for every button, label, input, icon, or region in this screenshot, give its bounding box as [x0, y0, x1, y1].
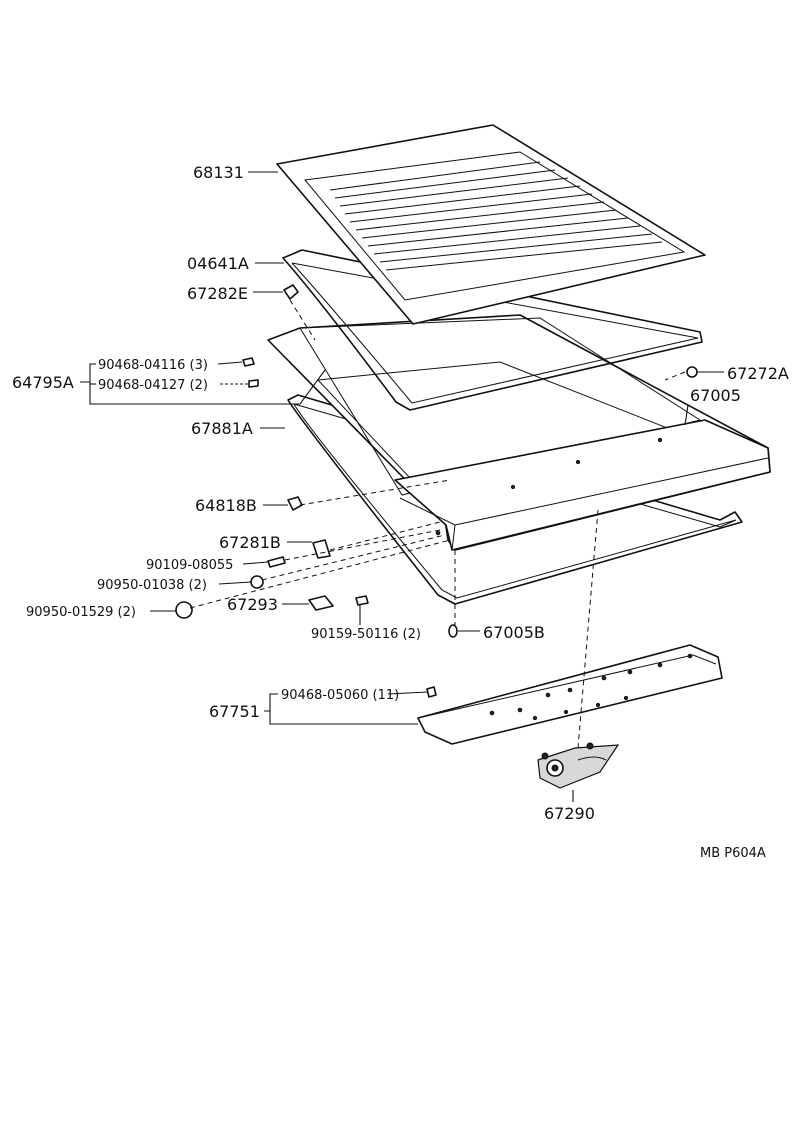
label-64795A: 64795A	[12, 373, 74, 392]
label-67005B: 67005B	[483, 623, 545, 642]
label-67272A: 67272A	[727, 364, 789, 383]
assembly-lines	[189, 299, 686, 749]
leader-lines	[80, 171, 724, 802]
label-68131: 68131	[193, 163, 244, 182]
glass-weatherstrip	[282, 249, 703, 411]
cushion-90950-01038	[250, 575, 264, 589]
label-90950-01038: 90950-01038 (2)	[97, 578, 207, 593]
label-90950-01529: 90950-01529 (2)	[26, 605, 136, 620]
clips-90468-05060	[426, 686, 437, 698]
bracket-67281B	[312, 539, 331, 559]
weatherstrip-outer	[287, 394, 743, 605]
hinge-64818B	[287, 496, 303, 511]
label-67881A: 67881A	[191, 419, 253, 438]
label-90159-50116: 90159-50116 (2)	[311, 627, 421, 642]
part-labels: 68131 04641A 67282E 90468-04116 (3) 6479…	[12, 163, 789, 861]
label-90468-05060: 90468-05060 (11)	[281, 688, 399, 703]
striker-67293	[308, 595, 334, 611]
back-door-panel	[267, 314, 771, 551]
label-90109-08055: 90109-08055	[146, 558, 233, 573]
screw-90159	[355, 595, 369, 606]
label-67751: 67751	[209, 702, 260, 721]
label-64818B: 64818B	[195, 496, 257, 515]
clip-67282E	[283, 284, 299, 300]
label-67281B: 67281B	[219, 533, 281, 552]
label-67005: 67005	[690, 386, 741, 405]
diagram-code: MB P604A	[700, 846, 766, 861]
bolt-90109	[267, 556, 286, 568]
cushion-90950-01529	[175, 601, 193, 619]
label-90468-04116: 90468-04116 (3)	[98, 358, 208, 373]
label-67293: 67293	[227, 595, 278, 614]
back-door-garnish	[417, 644, 723, 745]
back-door-glass	[276, 124, 706, 325]
label-67282E: 67282E	[187, 284, 248, 303]
clip-67272A	[686, 366, 698, 378]
plug-67005B	[448, 624, 458, 638]
label-90468-04127: 90468-04127 (2)	[98, 378, 208, 393]
label-04641A: 04641A	[187, 254, 249, 273]
screws-64795A	[242, 357, 259, 388]
label-67290: 67290	[544, 804, 595, 823]
lock-assembly	[537, 742, 620, 789]
